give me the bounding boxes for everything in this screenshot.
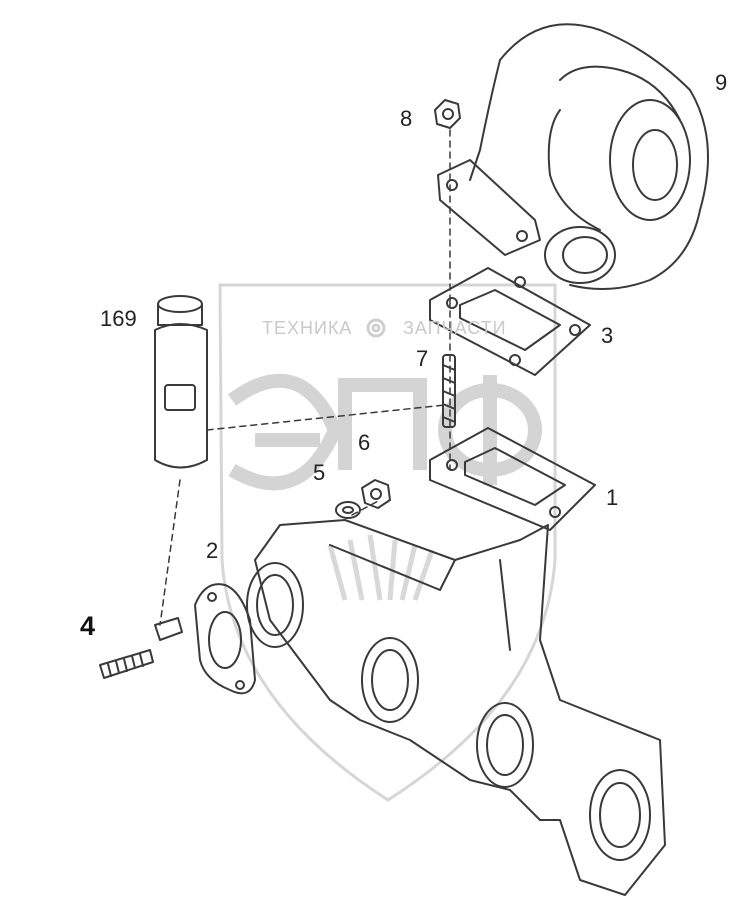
part-label-2: 2 [206,538,219,563]
part-label-4: 4 [80,611,96,641]
part-label-6: 6 [358,430,371,455]
watermark-shield [218,283,557,802]
watermark-letters [227,373,542,491]
part-label-3: 3 [601,323,614,348]
gasket-3 [429,267,591,376]
part-label-9: 9 [715,70,728,95]
nut-6 [361,479,391,509]
part-label-169: 169 [100,306,137,331]
gasket-2 [194,583,256,695]
stud-4 [99,617,183,679]
part-label-1: 1 [606,485,619,510]
part-label-5: 5 [313,460,326,485]
watermark-stripes [327,534,435,601]
gear-icon [366,318,386,338]
sealant-tube-169 [154,295,208,469]
nut-8 [434,99,461,129]
watermark-text-left: ТЕХНИКА [262,318,353,338]
stud-7 [442,354,456,428]
exhaust-manifold [246,519,666,896]
flange-1 [429,427,596,531]
turbo-flange [437,159,541,256]
part-label-7: 7 [416,346,429,371]
guide-lines [159,129,451,626]
turbocharger [469,23,709,290]
drawing-lines [99,23,709,896]
part-label-8: 8 [400,106,413,131]
washer-5 [335,501,361,519]
watermark-text-right: ЗАПЧАСТИ [403,318,507,338]
